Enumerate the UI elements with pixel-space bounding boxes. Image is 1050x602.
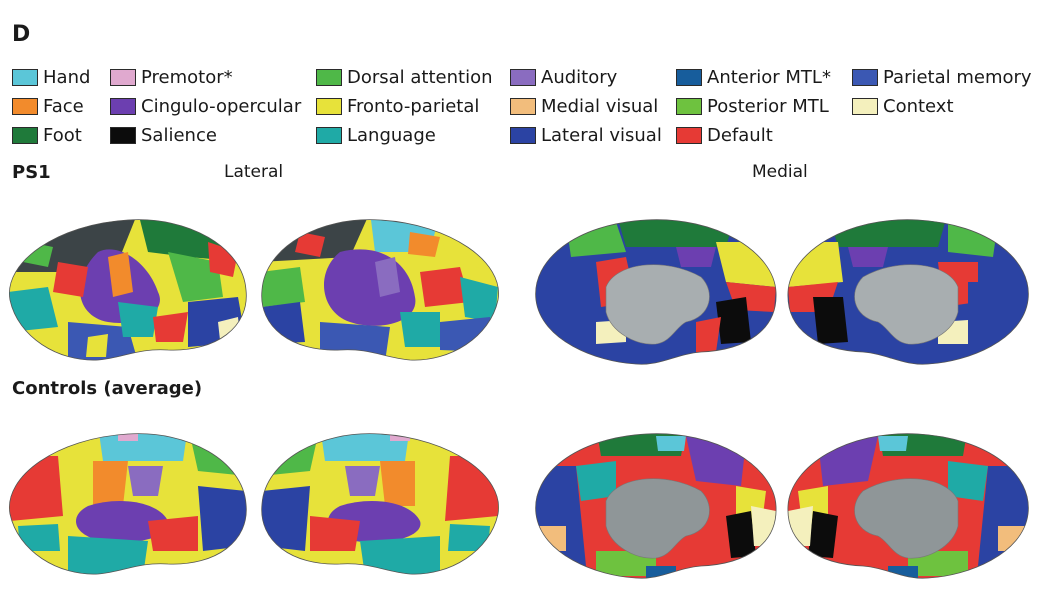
brain-ps1-lateral-right xyxy=(261,219,499,361)
legend-item-foot: Foot xyxy=(12,122,82,148)
legend-item-face: Face xyxy=(12,93,84,119)
legend-swatch xyxy=(12,97,38,115)
legend-item-language: Language xyxy=(316,122,436,148)
legend-label: Medial visual xyxy=(541,95,659,117)
view-label-medial: Medial xyxy=(752,162,808,182)
legend-swatch xyxy=(316,68,342,86)
legend-item-posterior-mtl: Posterior MTL xyxy=(676,93,829,119)
legend-label: Cingulo-opercular xyxy=(141,95,302,117)
legend-label: Parietal memory xyxy=(883,66,1032,88)
brain-controls-medial-left xyxy=(535,433,777,579)
legend-label: Salience xyxy=(141,124,217,146)
legend-item-anterior-mtl: Anterior MTL* xyxy=(676,64,831,90)
legend-item-hand: Hand xyxy=(12,64,90,90)
legend-item-dorsal-attention: Dorsal attention xyxy=(316,64,493,90)
legend-label: Premotor* xyxy=(141,66,233,88)
legend-label: Auditory xyxy=(541,66,618,88)
legend-swatch xyxy=(852,68,878,86)
legend-swatch xyxy=(110,126,136,144)
legend-item-medial-visual: Medial visual xyxy=(510,93,658,119)
legend-item-auditory: Auditory xyxy=(510,64,617,90)
legend-label: Face xyxy=(43,95,84,117)
legend-swatch xyxy=(12,68,38,86)
row-label-controls: Controls (average) xyxy=(12,378,203,399)
panel-letter: D xyxy=(12,22,31,47)
legend-swatch xyxy=(510,97,536,115)
legend-swatch xyxy=(510,68,536,86)
legend-label: Language xyxy=(347,124,436,146)
legend-item-premotor: Premotor* xyxy=(110,64,233,90)
legend-item-default: Default xyxy=(676,122,773,148)
brain-controls-lateral-right xyxy=(261,433,499,575)
legend-swatch xyxy=(676,126,702,144)
legend-label: Posterior MTL xyxy=(707,95,829,117)
legend-label: Hand xyxy=(43,66,91,88)
legend-label: Dorsal attention xyxy=(347,66,493,88)
legend-item-salience: Salience xyxy=(110,122,217,148)
legend-swatch xyxy=(316,97,342,115)
legend-label: Foot xyxy=(43,124,82,146)
legend-label: Default xyxy=(707,124,773,146)
brain-ps1-medial-left xyxy=(535,219,777,365)
legend-swatch xyxy=(852,97,878,115)
view-label-lateral: Lateral xyxy=(224,162,284,182)
legend-item-cingulo-opercular: Cingulo-opercular xyxy=(110,93,301,119)
legend-swatch xyxy=(316,126,342,144)
legend-swatch xyxy=(510,126,536,144)
legend-label: Anterior MTL* xyxy=(707,66,831,88)
legend-swatch xyxy=(676,97,702,115)
legend-label: Fronto-parietal xyxy=(347,95,480,117)
legend-swatch xyxy=(676,68,702,86)
brain-controls-lateral-left xyxy=(9,433,247,575)
legend-item-context: Context xyxy=(852,93,954,119)
legend-item-fronto-parietal: Fronto-parietal xyxy=(316,93,479,119)
brain-ps1-lateral-left xyxy=(9,219,247,361)
legend-item-parietal-memory: Parietal memory xyxy=(852,64,1032,90)
legend-label: Lateral visual xyxy=(541,124,662,146)
network-legend: Hand Face Foot Premotor* Cingulo-opercul… xyxy=(12,64,1042,156)
brain-controls-medial-right xyxy=(787,433,1029,579)
legend-label: Context xyxy=(883,95,954,117)
legend-swatch xyxy=(110,97,136,115)
legend-swatch xyxy=(110,68,136,86)
legend-item-lateral-visual: Lateral visual xyxy=(510,122,662,148)
brain-ps1-medial-right xyxy=(787,219,1029,365)
row-label-ps1: PS1 xyxy=(12,162,51,183)
legend-swatch xyxy=(12,126,38,144)
